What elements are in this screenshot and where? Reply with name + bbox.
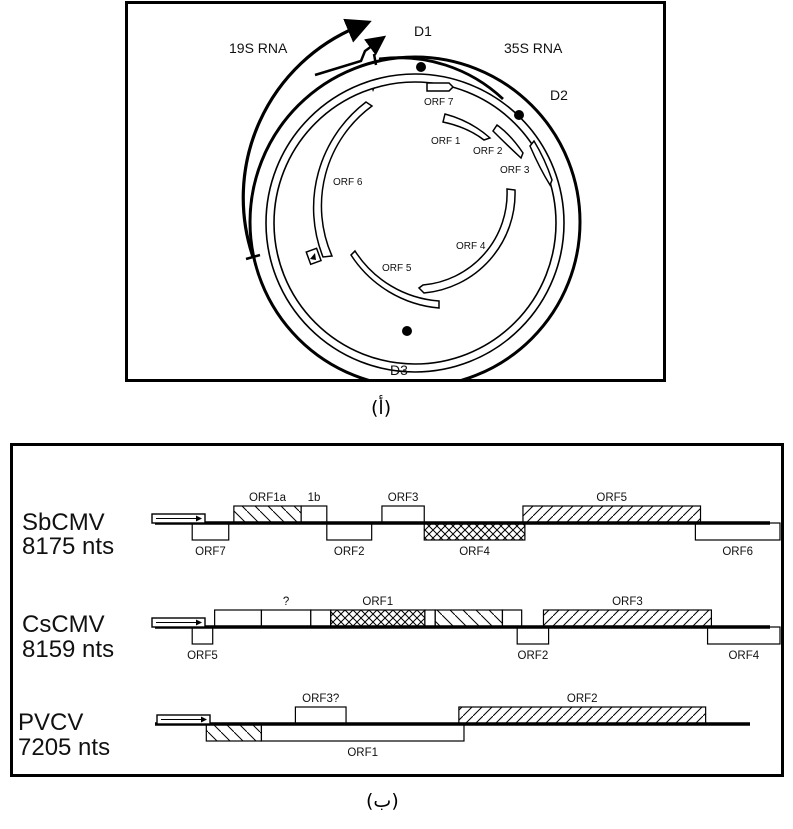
orf6-arc bbox=[312, 101, 374, 258]
orf-label-cscmv-9: ORF3 bbox=[612, 596, 643, 608]
outer-genome-circle bbox=[248, 55, 582, 389]
d3-label: D3 bbox=[390, 362, 408, 378]
orf-label-cscmv-2: ? bbox=[283, 596, 289, 608]
orf-label-sbcmv-2: 1b bbox=[308, 492, 321, 504]
genome-size-pvcv: 7205 nts bbox=[18, 734, 111, 761]
orf-label-sbcmv-0: ORF7 bbox=[195, 546, 226, 558]
circular-map-svg: 19S RNA 35S RNA D1 D2 D3 ORF 7 ORF 1 ORF… bbox=[229, 18, 582, 389]
orf7-label: ORF 7 bbox=[424, 97, 454, 108]
orf-box-sbcmv-7 bbox=[694, 522, 781, 541]
rna19s-end-bar bbox=[245, 253, 261, 261]
d2-label: D2 bbox=[550, 87, 568, 103]
panel-a-caption: (أ) bbox=[371, 397, 392, 419]
orf-box-sbcmv-2 bbox=[300, 505, 328, 524]
orf7-shape bbox=[426, 82, 455, 92]
orf-label-pvcv-1: ORF1 bbox=[347, 747, 378, 759]
rna35s-label: 35S RNA bbox=[504, 40, 563, 56]
orf-label-sbcmv-4: ORF3 bbox=[388, 492, 419, 504]
orf-box-cscmv-7 bbox=[501, 609, 523, 628]
orf-label-pvcv-2: ORF3? bbox=[302, 693, 339, 705]
orf-label-cscmv-10: ORF4 bbox=[728, 650, 759, 662]
promoter-triangle-icon bbox=[310, 253, 316, 260]
orf-box-sbcmv-3 bbox=[326, 522, 373, 541]
orf1-shape bbox=[442, 113, 492, 141]
panel-a-circular-genome-map: 19S RNA 35S RNA D1 D2 D3 ORF 7 ORF 1 ORF… bbox=[125, 1, 666, 389]
d1-label: D1 bbox=[414, 23, 432, 39]
orf3-label: ORF 3 bbox=[500, 165, 530, 176]
rna19s-arc bbox=[241, 18, 372, 258]
orf1-label: ORF 1 bbox=[431, 136, 461, 147]
orf-box-cscmv-1 bbox=[214, 609, 263, 628]
orf-label-sbcmv-3: ORF2 bbox=[334, 546, 365, 558]
orf-box-pvcv-0 bbox=[205, 723, 263, 742]
orf-box-sbcmv-6 bbox=[522, 505, 702, 524]
orf-box-cscmv-5 bbox=[424, 609, 436, 628]
genome-size-cscmv: 8159 nts bbox=[22, 636, 115, 663]
orf-box-cscmv-8 bbox=[516, 626, 550, 645]
rna35s-arc bbox=[378, 56, 504, 101]
orf-box-pvcv-3 bbox=[458, 706, 707, 725]
orf-label-sbcmv-6: ORF5 bbox=[596, 492, 627, 504]
orf6-label: ORF 6 bbox=[333, 177, 363, 188]
orf4-arc bbox=[417, 188, 516, 294]
orf-label-cscmv-0: ORF5 bbox=[187, 650, 218, 662]
promoter-arrow-icon-sbcmv bbox=[196, 515, 202, 522]
inner-ring-outer bbox=[265, 73, 565, 373]
promoter-arrow-icon-pvcv bbox=[201, 716, 207, 723]
orf-box-pvcv-2 bbox=[294, 706, 347, 725]
genome-name-pvcv: PVCV bbox=[18, 709, 84, 736]
d3-dot bbox=[402, 326, 412, 336]
inner-ring-inner bbox=[273, 81, 557, 365]
orf-label-sbcmv-7: ORF6 bbox=[722, 546, 753, 558]
promoter-bent-arrow bbox=[314, 35, 387, 77]
orf-box-sbcmv-1 bbox=[233, 505, 302, 524]
orf3-shape bbox=[529, 139, 553, 187]
genome-name-cscmv: CsCMV bbox=[22, 611, 105, 638]
panel-b-caption: (ب) bbox=[366, 790, 399, 812]
orf2-label: ORF 2 bbox=[473, 146, 503, 157]
orf-box-cscmv-6 bbox=[434, 609, 504, 628]
orf-box-sbcmv-0 bbox=[191, 522, 230, 541]
d2-dot bbox=[514, 110, 524, 120]
d1-dot bbox=[416, 62, 426, 72]
rna35s-end-bar bbox=[372, 53, 378, 66]
orf-box-cscmv-4 bbox=[330, 609, 426, 628]
rna19s-label: 19S RNA bbox=[229, 40, 288, 56]
orf-box-pvcv-1 bbox=[260, 723, 465, 742]
orf-box-sbcmv-4 bbox=[381, 505, 425, 524]
orf-box-cscmv-0 bbox=[191, 626, 214, 645]
orf-label-sbcmv-1: ORF1a bbox=[249, 492, 287, 504]
orf4-label: ORF 4 bbox=[456, 241, 486, 252]
orf-box-cscmv-9 bbox=[542, 609, 713, 628]
orf5-label: ORF 5 bbox=[382, 263, 412, 274]
genome-size-sbcmv: 8175 nts bbox=[22, 533, 115, 560]
panel-b-linear-genome-maps: SbCMV 8175 nts CsCMV 8159 nts PVCV 7205 … bbox=[10, 443, 784, 777]
orf-box-cscmv-3 bbox=[310, 609, 332, 628]
orf-label-cscmv-8: ORF2 bbox=[518, 650, 549, 662]
orf-label-cscmv-4: ORF1 bbox=[362, 596, 393, 608]
orf-box-cscmv-2 bbox=[260, 609, 312, 628]
orf-box-cscmv-10 bbox=[706, 626, 781, 645]
small-arrow-icon bbox=[372, 87, 375, 92]
orf-label-sbcmv-5: ORF4 bbox=[459, 546, 490, 558]
orf5-arc bbox=[350, 249, 440, 309]
orf2-shape bbox=[492, 123, 524, 160]
orf-box-sbcmv-5 bbox=[423, 522, 526, 541]
orf-label-pvcv-3: ORF2 bbox=[567, 693, 598, 705]
genome-name-sbcmv: SbCMV bbox=[22, 509, 105, 536]
promoter-arrow-icon-cscmv bbox=[196, 619, 202, 626]
